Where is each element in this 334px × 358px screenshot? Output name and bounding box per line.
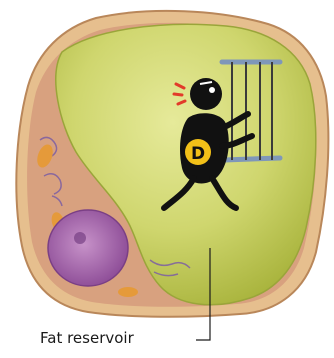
badge-letter: D [191,144,205,164]
fat-reservoir-label: Fat reservoir [40,329,134,347]
nucleus [48,210,128,286]
